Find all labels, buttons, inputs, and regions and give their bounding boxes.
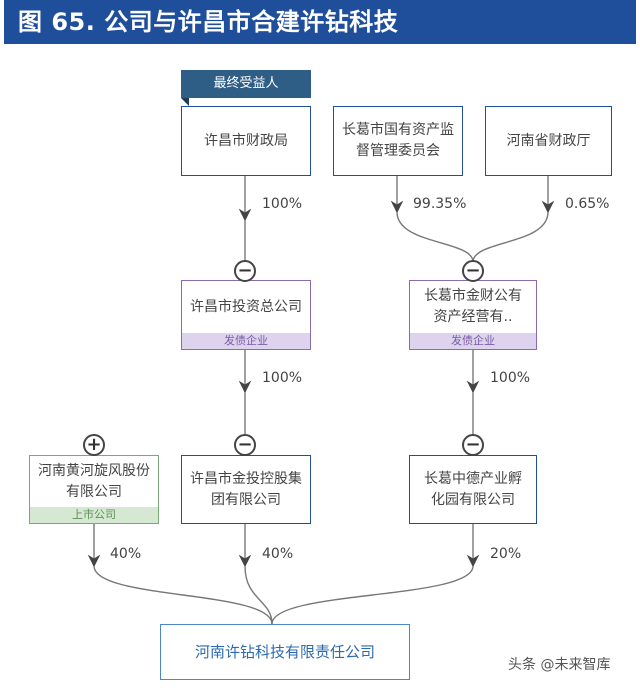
edge-jintou-curve	[244, 565, 273, 625]
percent-label: 0.65%	[565, 196, 610, 212]
node-xuzuan[interactable]: 河南许钻科技有限责任公司	[160, 624, 410, 680]
node-label: 河南黄河旋风股份有限公司	[38, 462, 150, 500]
ribbon-fold	[181, 98, 189, 106]
node-label: 许昌市金投控股集团有限公司	[190, 470, 302, 508]
node-xuchang-finance[interactable]: 许昌市财政局	[181, 106, 311, 176]
percent-label: 40%	[262, 546, 294, 562]
edge-zhongde-curve	[271, 565, 474, 625]
percent-label: 40%	[110, 546, 142, 562]
edge-henan-curve	[472, 211, 549, 263]
beneficiary-ribbon: 最终受益人	[181, 70, 311, 98]
node-label: 长葛市国有资产监督管理委员会	[342, 122, 454, 159]
figure-title: 图 65. 公司与许昌市合建许钻科技	[4, 0, 636, 44]
watermark: 头条 @未来智库	[508, 657, 611, 673]
bond-issuer-tag: 发债企业	[182, 333, 310, 349]
node-henan-finance[interactable]: 河南省财政厅	[485, 106, 612, 176]
expand-icon[interactable]: +	[83, 434, 105, 456]
node-label: 长葛市金财公有资产经营有..	[424, 288, 522, 325]
node-label: 河南省财政厅	[506, 132, 591, 149]
collapse-icon[interactable]: −	[462, 260, 484, 282]
node-changge-jincai[interactable]: 长葛市金财公有资产经营有.. 发债企业	[409, 280, 537, 350]
node-xuchang-jintou[interactable]: 许昌市金投控股集团有限公司	[181, 455, 311, 524]
collapse-icon[interactable]: −	[234, 434, 256, 456]
collapse-icon[interactable]: −	[234, 260, 256, 282]
node-label: 许昌市财政局	[204, 132, 288, 149]
percent-label: 100%	[262, 370, 303, 386]
listed-company-tag: 上市公司	[30, 507, 158, 523]
node-changge-sasac[interactable]: 长葛市国有资产监督管理委员会	[333, 106, 463, 176]
percent-label: 100%	[490, 370, 531, 386]
percent-label: 100%	[262, 196, 303, 212]
node-huanghe[interactable]: 河南黄河旋风股份有限公司 上市公司	[29, 455, 159, 524]
edge-sasac-curve	[396, 211, 474, 263]
node-xuchang-invest[interactable]: 许昌市投资总公司 发债企业	[181, 280, 311, 350]
bond-issuer-tag: 发债企业	[410, 333, 536, 349]
node-label: 长葛中德产业孵化园有限公司	[424, 470, 522, 508]
percent-label: 99.35%	[413, 196, 467, 212]
node-label: 河南许钻科技有限责任公司	[194, 642, 375, 661]
node-label: 许昌市投资总公司	[190, 298, 302, 315]
node-changge-zhongde[interactable]: 长葛中德产业孵化园有限公司	[409, 455, 537, 524]
collapse-icon[interactable]: −	[462, 434, 484, 456]
percent-label: 20%	[490, 546, 522, 562]
edge-huanghe-curve	[93, 565, 273, 625]
